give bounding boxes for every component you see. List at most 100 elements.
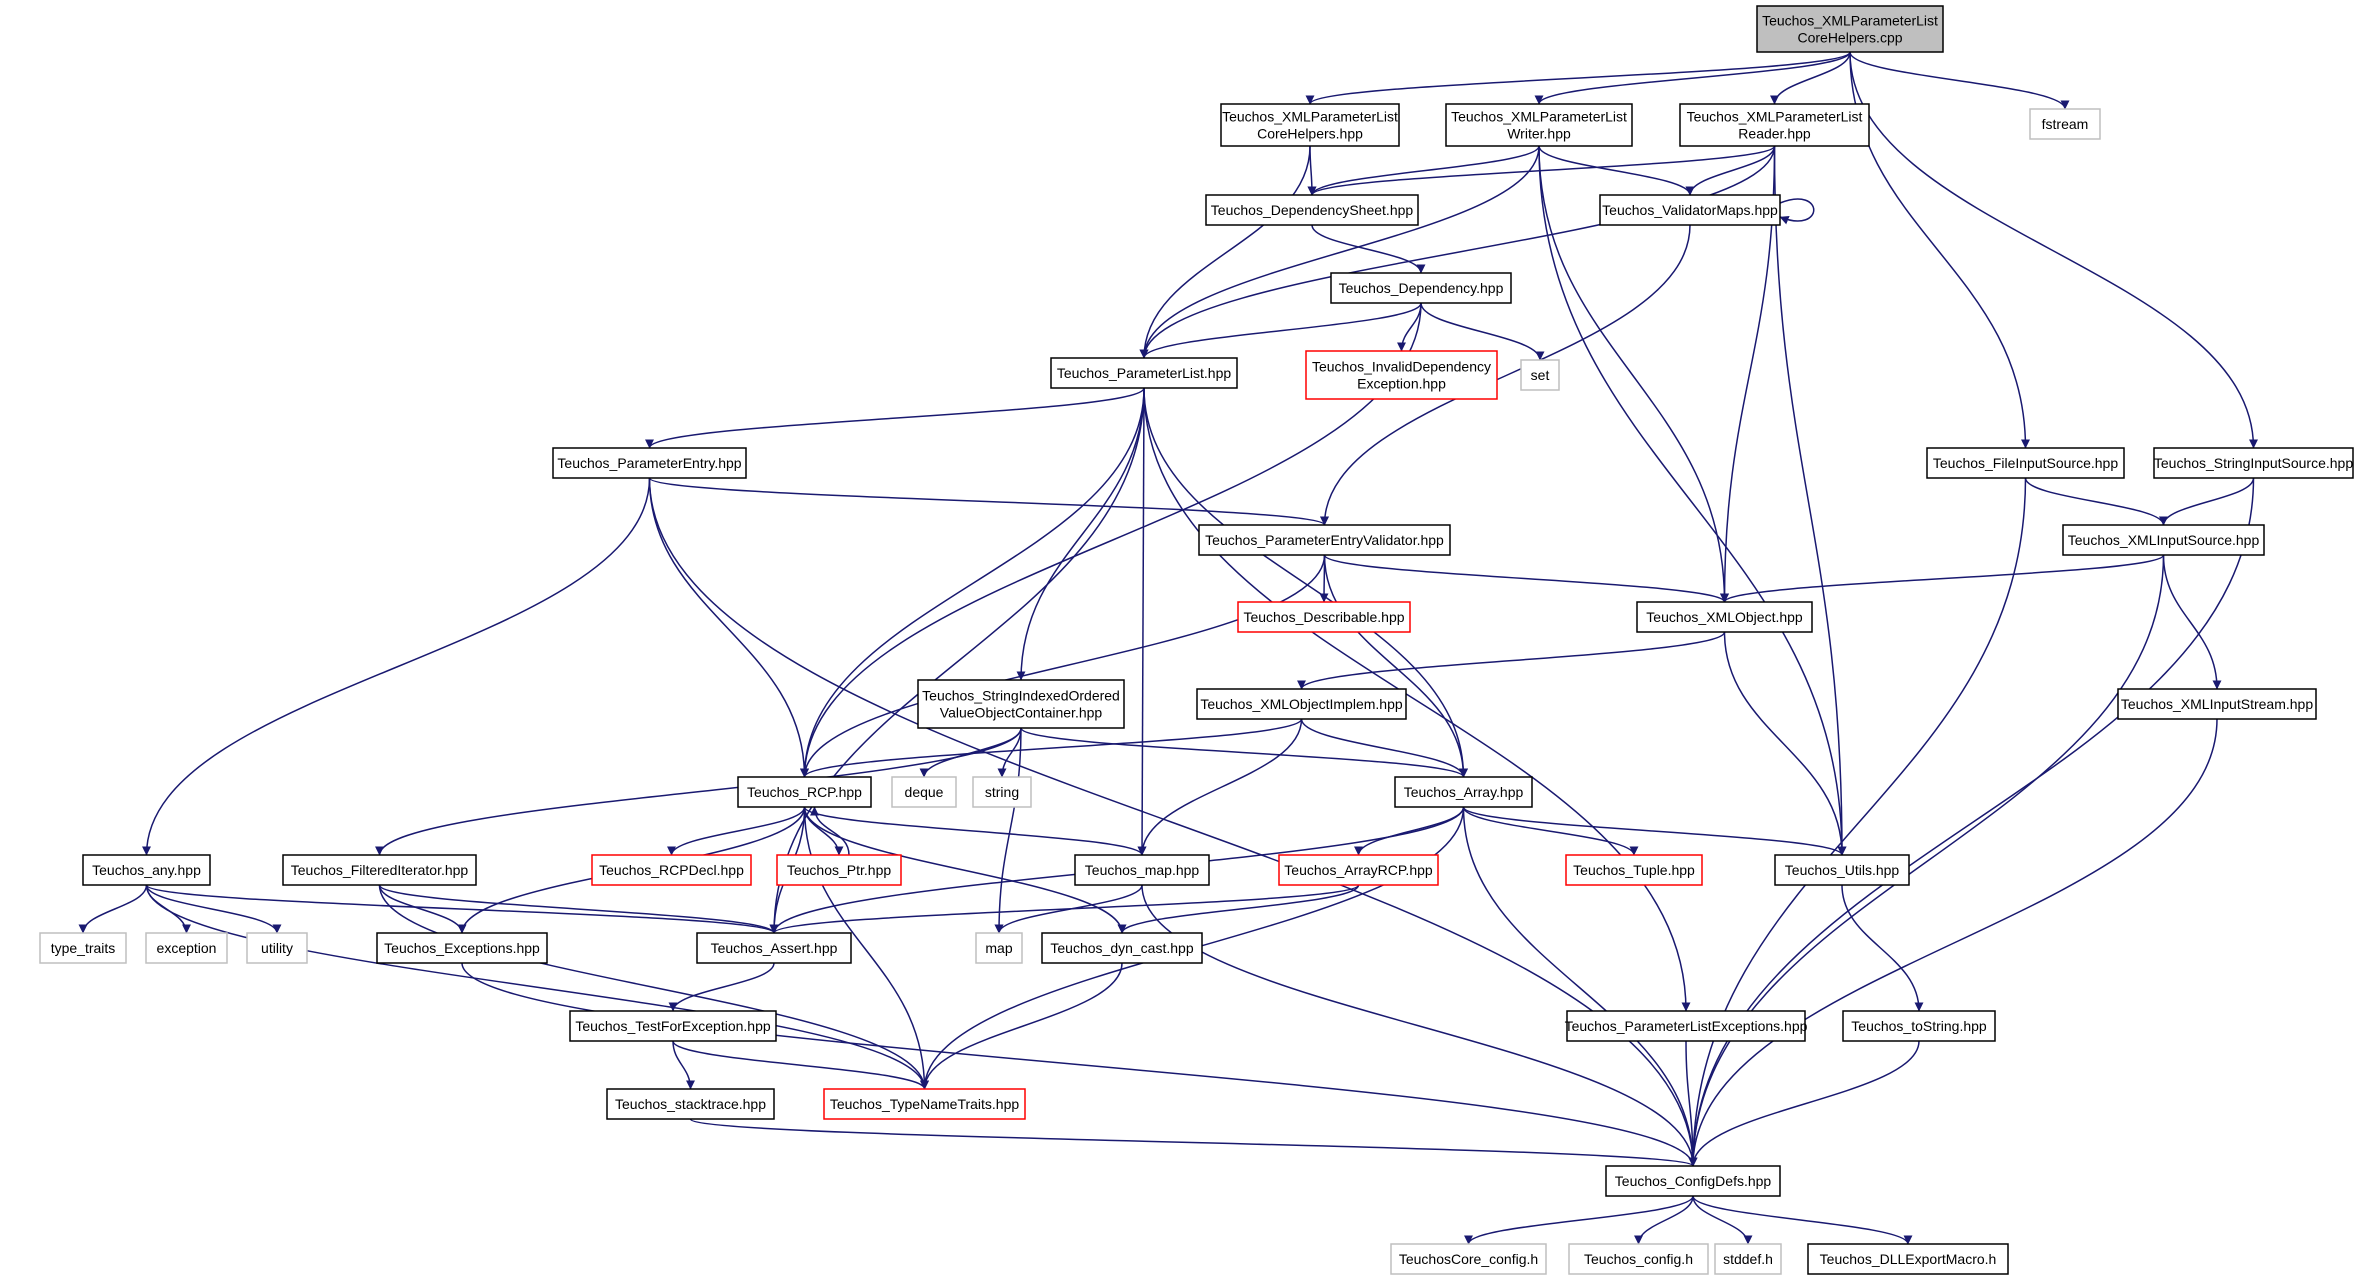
edge-sioc-to-map bbox=[994, 727, 1022, 934]
node-rcpdecl[interactable]: Teuchos_RCPDecl.hpp bbox=[591, 854, 752, 886]
edge-paramlist-to-plexc bbox=[1143, 387, 1691, 1012]
node-map_hpp[interactable]: Teuchos_map.hpp bbox=[1074, 854, 1210, 886]
node-label: stddef.h bbox=[1723, 1251, 1773, 1267]
node-dependency[interactable]: Teuchos_Dependency.hpp bbox=[1330, 272, 1512, 304]
node-pev[interactable]: Teuchos_ParameterEntryValidator.hpp bbox=[1198, 524, 1451, 556]
node-label: Teuchos_config.h bbox=[1584, 1251, 1693, 1267]
node-label: utility bbox=[261, 940, 293, 956]
node-stacktrace[interactable]: Teuchos_stacktrace.hpp bbox=[606, 1088, 775, 1120]
node-xmlinputstream[interactable]: Teuchos_XMLInputStream.hpp bbox=[2117, 688, 2317, 720]
node-array[interactable]: Teuchos_Array.hpp bbox=[1394, 776, 1533, 808]
node-set[interactable]: set bbox=[1520, 359, 1560, 391]
node-box bbox=[1196, 688, 1407, 720]
node-fstream[interactable]: fstream bbox=[2029, 108, 2101, 140]
node-dllexport[interactable]: Teuchos_DLLExportMacro.h bbox=[1807, 1243, 2009, 1275]
node-label: ValueObjectContainer.hpp bbox=[940, 705, 1103, 721]
node-paramlist[interactable]: Teuchos_ParameterList.hpp bbox=[1050, 357, 1238, 389]
node-label: Reader.hpp bbox=[1738, 126, 1811, 142]
node-label: Writer.hpp bbox=[1507, 126, 1571, 142]
edge-paramentry-to-any bbox=[142, 477, 651, 856]
edge-xmlinputsource-to-xmlinputstream bbox=[2162, 554, 2222, 690]
node-label: fstream bbox=[2042, 116, 2089, 132]
node-type_traits[interactable]: type_traits bbox=[39, 932, 127, 964]
edge-arrayrcp-to-assert bbox=[769, 884, 1360, 934]
edge-filtered-to-assert bbox=[378, 884, 779, 934]
node-box bbox=[2117, 688, 2317, 720]
node-config[interactable]: Teuchos_config.h bbox=[1568, 1243, 1709, 1275]
node-xmlobject[interactable]: Teuchos_XMLObject.hpp bbox=[1636, 601, 1813, 633]
node-validatormaps[interactable]: Teuchos_ValidatorMaps.hpp bbox=[1599, 194, 1781, 226]
edge-rcp-to-rcpdecl bbox=[667, 806, 806, 856]
node-utils[interactable]: Teuchos_Utils.hpp bbox=[1774, 854, 1910, 886]
edge-dyncast-to-typenametraits bbox=[920, 962, 1123, 1090]
node-stddef[interactable]: stddef.h bbox=[1714, 1243, 1782, 1275]
node-exception[interactable]: exception bbox=[145, 932, 228, 964]
node-box bbox=[1050, 357, 1238, 389]
node-rcp[interactable]: Teuchos_RCP.hpp bbox=[737, 776, 872, 808]
node-box bbox=[1774, 854, 1910, 886]
node-utility[interactable]: utility bbox=[246, 932, 308, 964]
node-depsheet[interactable]: Teuchos_DependencySheet.hpp bbox=[1205, 194, 1419, 226]
node-tostring[interactable]: Teuchos_toString.hpp bbox=[1842, 1010, 1996, 1042]
node-box bbox=[1679, 103, 1870, 147]
node-label: Teuchos_XMLInputSource.hpp bbox=[2068, 532, 2260, 548]
node-plexc[interactable]: Teuchos_ParameterListExceptions.hpp bbox=[1565, 1010, 1808, 1042]
node-box bbox=[39, 932, 127, 964]
node-box bbox=[2029, 108, 2101, 140]
node-fileinput[interactable]: Teuchos_FileInputSource.hpp bbox=[1926, 447, 2125, 479]
edge-any-to-utility bbox=[145, 884, 282, 934]
node-string[interactable]: string bbox=[972, 776, 1032, 808]
edge-sioc-to-deque bbox=[919, 727, 1022, 778]
node-filtered[interactable]: Teuchos_FilteredIterator.hpp bbox=[282, 854, 477, 886]
edge-reader_hpp-to-depsheet bbox=[1307, 145, 1776, 196]
edge-tostring-to-configdefs bbox=[1688, 1040, 1920, 1167]
node-label: Teuchos_XMLObjectImplem.hpp bbox=[1200, 696, 1403, 712]
node-any[interactable]: Teuchos_any.hpp bbox=[82, 854, 211, 886]
node-box bbox=[2153, 447, 2354, 479]
node-deque[interactable]: deque bbox=[891, 776, 957, 808]
edge-paramlist-to-rcp bbox=[800, 387, 1145, 778]
edge-array-to-configdefs bbox=[1462, 806, 1698, 1167]
node-assert[interactable]: Teuchos_Assert.hpp bbox=[696, 932, 852, 964]
edge-root-to-corehelpers_hpp bbox=[1305, 51, 1851, 105]
edge-paramlist-to-map_hpp bbox=[1137, 387, 1147, 856]
node-map[interactable]: map bbox=[975, 932, 1023, 964]
node-box bbox=[1205, 194, 1419, 226]
node-stringinput[interactable]: Teuchos_StringInputSource.hpp bbox=[2153, 447, 2354, 479]
node-testforexc[interactable]: Teuchos_TestForException.hpp bbox=[569, 1010, 777, 1042]
node-label: Teuchos_Ptr.hpp bbox=[787, 862, 892, 878]
edge-fileinput-to-xmlinputsource bbox=[2024, 477, 2168, 526]
edge-rcp-to-map_hpp bbox=[803, 806, 1147, 856]
edge-configdefs-to-stddef bbox=[1692, 1195, 1753, 1245]
node-xmlobjimpl[interactable]: Teuchos_XMLObjectImplem.hpp bbox=[1196, 688, 1407, 720]
node-describable[interactable]: Teuchos_Describable.hpp bbox=[1237, 601, 1411, 633]
edge-pev-to-rcp bbox=[800, 554, 1326, 778]
node-exceptions[interactable]: Teuchos_Exceptions.hpp bbox=[376, 932, 548, 964]
node-paramentry[interactable]: Teuchos_ParameterEntry.hpp bbox=[552, 447, 747, 479]
node-box bbox=[1568, 1243, 1709, 1275]
node-coreconfig[interactable]: TeuchosCore_config.h bbox=[1390, 1243, 1547, 1275]
edge-ptr-to-rcp bbox=[810, 806, 850, 856]
node-xmlinputsource[interactable]: Teuchos_XMLInputSource.hpp bbox=[2062, 524, 2265, 556]
node-arrayrcp[interactable]: Teuchos_ArrayRCP.hpp bbox=[1278, 854, 1439, 886]
node-label: Teuchos_RCPDecl.hpp bbox=[599, 862, 744, 878]
edge-stacktrace-to-configdefs bbox=[689, 1118, 1698, 1167]
edge-array-to-arrayrcp bbox=[1354, 806, 1465, 856]
edge-writer_hpp-to-paramlist bbox=[1139, 145, 1540, 359]
node-tuple[interactable]: Teuchos_Tuple.hpp bbox=[1565, 854, 1703, 886]
node-box bbox=[282, 854, 477, 886]
node-configdefs[interactable]: Teuchos_ConfigDefs.hpp bbox=[1605, 1165, 1781, 1197]
node-dyncast[interactable]: Teuchos_dyn_cast.hpp bbox=[1041, 932, 1203, 964]
edge-root-to-fileinput bbox=[1849, 51, 2030, 449]
node-ptr[interactable]: Teuchos_Ptr.hpp bbox=[776, 854, 902, 886]
edge-rcp-to-dyncast bbox=[803, 806, 1127, 934]
node-sioc[interactable]: Teuchos_StringIndexedOrderedValueObjectC… bbox=[917, 679, 1125, 729]
edge-depsheet-to-dependency bbox=[1311, 224, 1426, 274]
node-typenametraits[interactable]: Teuchos_TypeNameTraits.hpp bbox=[823, 1088, 1026, 1120]
node-label: Teuchos_FileInputSource.hpp bbox=[1933, 455, 2118, 471]
